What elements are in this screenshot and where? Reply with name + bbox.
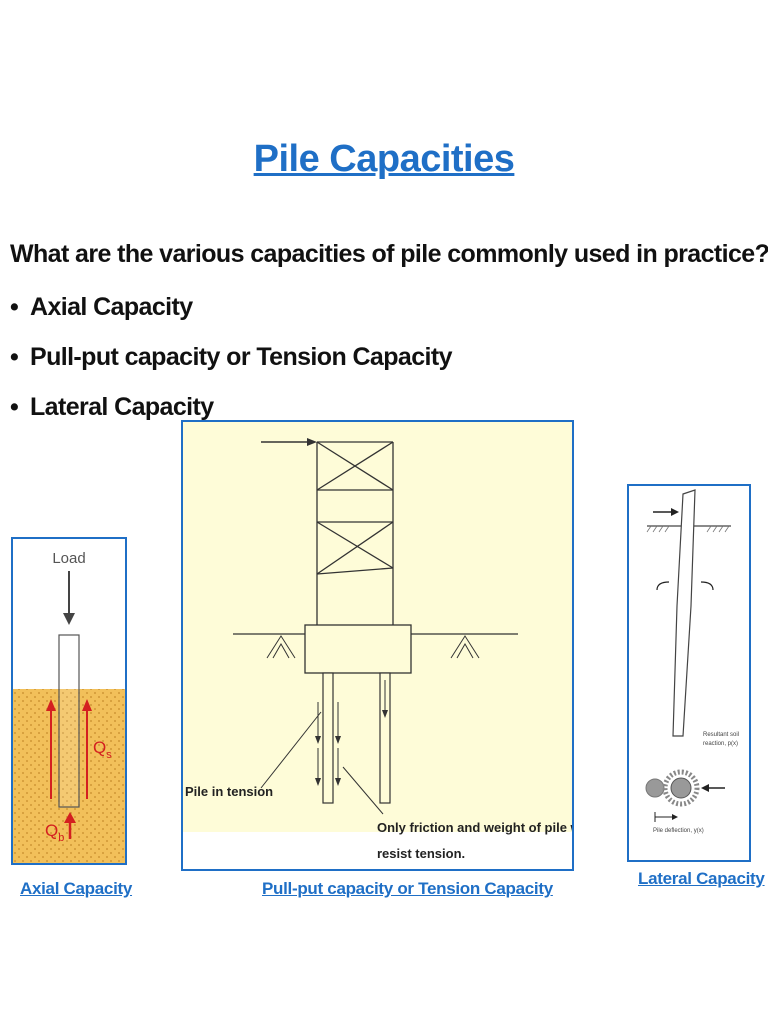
deflection-label: Pile deflection, y(x) — [653, 828, 704, 834]
capacity-list: • Axial Capacity • Pull-put capacity or Te… — [10, 290, 452, 440]
bullet-dot-icon: • — [10, 343, 19, 371]
soil-reaction-label-1: Resultant soil — [703, 732, 739, 738]
load-arrowhead-icon — [63, 613, 75, 625]
bullet-dot-icon: • — [10, 393, 19, 421]
friction-arrows-icon — [315, 680, 388, 786]
tension-capacity-link[interactable]: Pull-put capacity or Tension Capacity — [262, 879, 553, 898]
lateral-load-arrow-icon — [653, 508, 679, 516]
load-arrow-icon — [261, 438, 317, 446]
moment-arrows-icon — [656, 581, 714, 591]
tension-capacity-figure: Pile in tension Only friction and weight… — [181, 420, 574, 871]
qb-label: Qb — [45, 821, 64, 844]
axial-capacity-figure: Load Qs Qb — [11, 537, 127, 865]
bullet-dot-icon: • — [10, 293, 19, 321]
deflected-pile — [672, 489, 696, 737]
pile-shaft — [58, 634, 80, 808]
load-label: Load — [52, 550, 85, 567]
bullet-axial-label: Axial Capacity — [30, 293, 193, 321]
tension-note-line2: resist tension. — [377, 846, 465, 861]
lateral-diagram: Resultant soil reaction, p(x) Pile defle… — [645, 489, 739, 834]
bullet-lateral-label: Lateral Capacity — [30, 393, 214, 421]
skin-friction-arrows-icon — [46, 699, 92, 799]
bullet-tension-label: Pull-put capacity or Tension Capacity — [30, 343, 452, 371]
pile-in-tension-label: Pile in tension — [185, 784, 273, 799]
deflection-arrow-icon — [654, 812, 678, 822]
reaction-arrow-icon — [701, 784, 725, 792]
qs-label: Qs — [93, 738, 112, 761]
pile-cap — [304, 624, 412, 674]
soil-reaction-label-2: reaction, p(x) — [703, 741, 738, 747]
axial-diagram: Load Qs Qb — [13, 550, 125, 863]
slide-title: Pile Capacities — [253, 138, 515, 180]
bullet-axial: • Axial Capacity — [10, 290, 452, 340]
bullet-tension: • Pull-put capacity or Tension Capacity — [10, 340, 452, 390]
bullet-lateral: • Lateral Capacity — [10, 390, 452, 440]
ground-hatch-icon — [266, 635, 480, 659]
lattice-tower — [316, 441, 394, 625]
end-bearing-arrow-icon — [64, 812, 76, 839]
pile-right — [379, 672, 391, 804]
lateral-capacity-link[interactable]: Lateral Capacity — [638, 869, 765, 888]
pile-left — [322, 672, 334, 804]
lateral-capacity-figure: Resultant soil reaction, p(x) Pile defle… — [627, 484, 751, 862]
soil-element-left — [645, 778, 665, 798]
tension-note-line1: Only friction and weight of pile will — [377, 820, 572, 835]
ground-hatch-icon — [646, 525, 730, 533]
tension-diagram: Pile in tension Only friction and weight… — [183, 422, 572, 861]
callout-lines — [260, 711, 384, 815]
axial-capacity-link[interactable]: Axial Capacity — [20, 879, 133, 898]
soil-reaction-circle-icon — [662, 769, 700, 807]
question-text: What are the various capacities of pile … — [10, 240, 768, 268]
